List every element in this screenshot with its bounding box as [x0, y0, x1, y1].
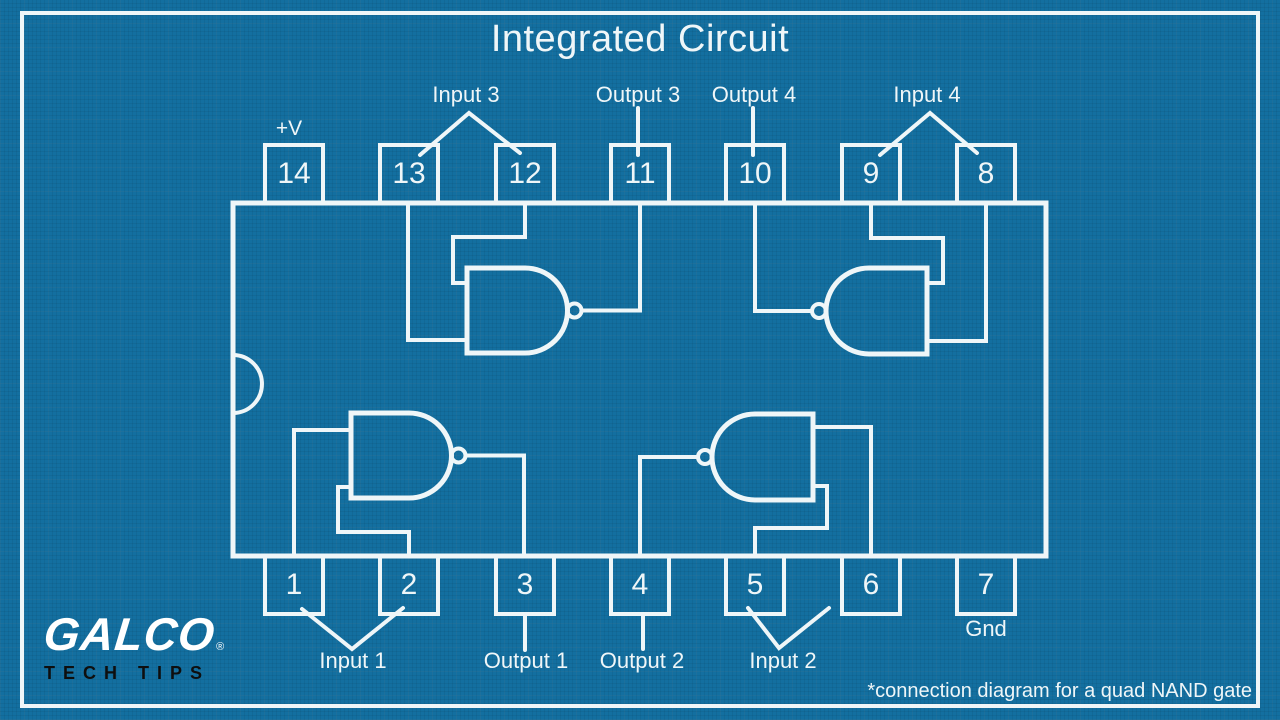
- registered-trademark-symbol: ®: [216, 641, 225, 653]
- pin-number-5: 5: [746, 568, 764, 601]
- label-ground: Gnd: [965, 616, 1007, 641]
- label-output3: Output 3: [595, 82, 681, 107]
- galco-logo: GALCO® TECH TIPS: [41, 608, 225, 683]
- label-power: +V: [275, 117, 303, 140]
- wire-pin6-gate2: [813, 425, 873, 556]
- label-output1: Output 1: [483, 648, 569, 673]
- wire-pin9-gate4: [869, 203, 945, 285]
- footnote: *connection diagram for a quad NAND gate: [867, 680, 1252, 702]
- label-input4: Input 4: [893, 82, 961, 107]
- pin-number-1: 1: [285, 568, 303, 601]
- wire-gate1-pin3: [465, 453, 526, 556]
- pin-number-4: 4: [631, 568, 649, 601]
- galco-tagline: TECH TIPS: [44, 663, 211, 683]
- pointer-input2: [746, 606, 831, 651]
- wire-pin12-gate3: [451, 203, 527, 285]
- wire-gate4-pin10: [753, 203, 812, 313]
- pin-number-8: 8: [977, 157, 995, 190]
- pin-box-7: [955, 554, 1017, 616]
- pin-number-7: 7: [977, 568, 995, 601]
- pin-number-12: 12: [508, 157, 542, 190]
- wire-pin5-gate2: [753, 484, 829, 556]
- wire-pin1-gate1: [292, 428, 351, 556]
- pointer-input1: [300, 606, 405, 652]
- nand-gate-3: [464, 265, 570, 356]
- label-input1: Input 1: [319, 648, 387, 673]
- label-input3: Input 3: [432, 82, 500, 107]
- label-output2: Output 2: [599, 648, 685, 673]
- pin-box-14: [263, 143, 325, 205]
- wire-gate2-pin4: [638, 455, 698, 556]
- pointer-input3: [418, 110, 522, 157]
- pin-number-11: 11: [624, 157, 656, 190]
- nand-gate-4: [823, 265, 930, 357]
- wire-pin2-gate1: [336, 485, 411, 556]
- ic-notch: [232, 353, 264, 415]
- nand-gate-2: [709, 411, 816, 503]
- wire-gate3-pin11: [581, 203, 642, 313]
- galco-wordmark: GALCO: [41, 608, 218, 660]
- pin-number-9: 9: [862, 157, 880, 190]
- label-input2: Input 2: [749, 648, 817, 673]
- wire-pin8-gate4: [927, 203, 988, 343]
- pin-number-2: 2: [400, 568, 418, 601]
- pin-number-14: 14: [277, 157, 311, 190]
- border-frame: [20, 11, 1260, 708]
- pin-number-6: 6: [862, 568, 880, 601]
- pointer-input4: [878, 110, 979, 157]
- wire-pin13-gate3: [406, 203, 467, 342]
- nand-gate-1: [348, 410, 454, 501]
- pin-number-10: 10: [738, 157, 772, 190]
- pin-number-13: 13: [392, 157, 426, 190]
- pin-number-3: 3: [516, 568, 534, 601]
- label-output4: Output 4: [711, 82, 797, 107]
- page-title: Integrated Circuit: [490, 18, 790, 60]
